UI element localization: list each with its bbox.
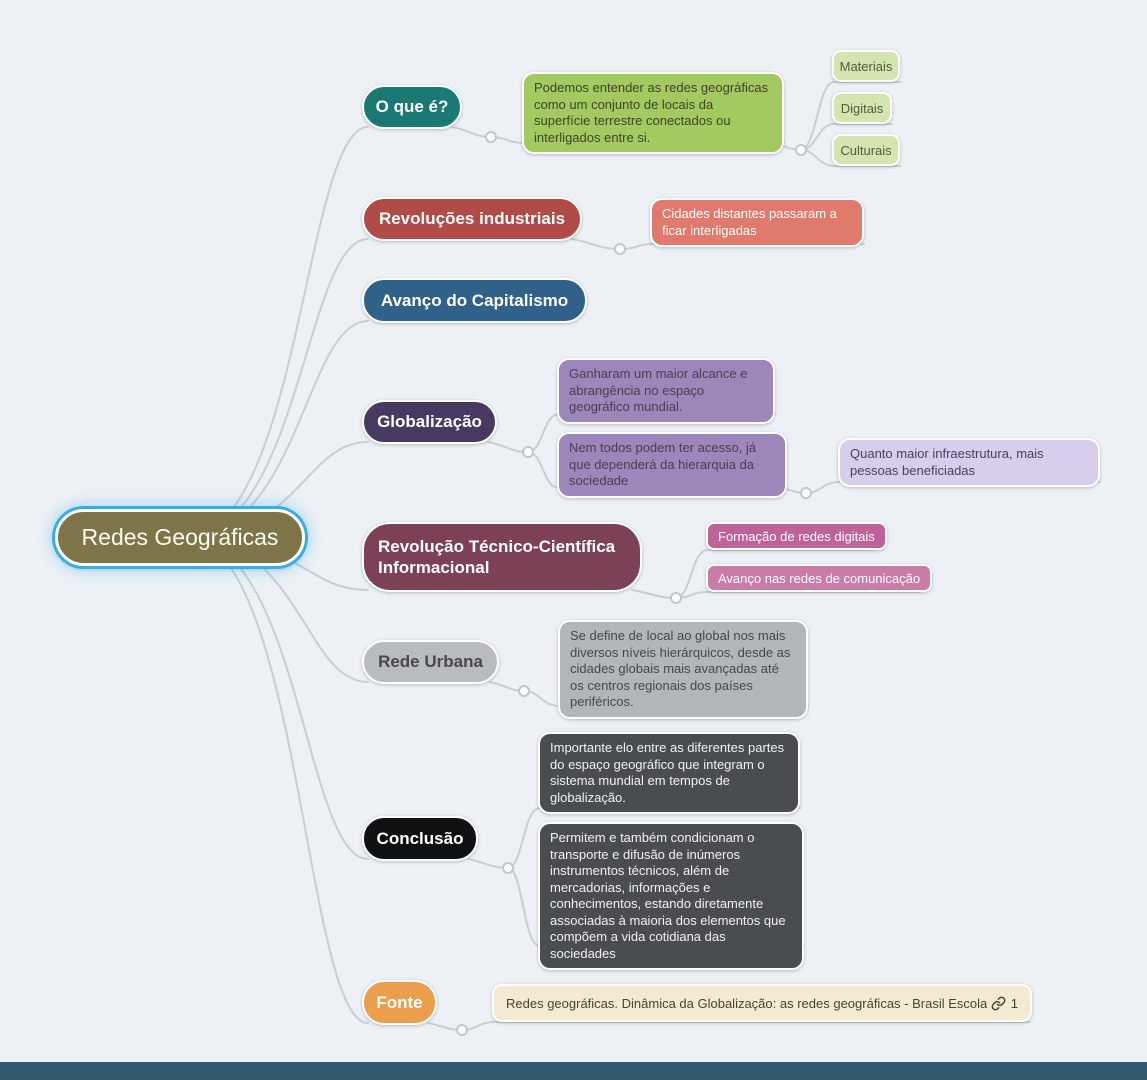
branch-node-globalizacao[interactable]: Globalização [362,400,497,444]
child-node-conclusao-elo[interactable]: Importante elo entre as diferentes parte… [538,732,800,814]
toggle-dot[interactable] [614,243,626,255]
toggle-dot[interactable] [795,144,807,156]
source-text: Redes geográficas. Dinâmica da Globaliza… [506,995,988,1011]
child-node-redes-digitais[interactable]: Formação de redes digitais [706,522,887,550]
branch-node-revolucoes-industriais[interactable]: Revoluções industriais [362,197,582,241]
branch-node-revolucao-tecnico-cientifica[interactable]: Revolução Técnico-Científica Informacion… [362,522,642,592]
toggle-dot[interactable] [456,1024,468,1036]
child-node-rede-urbana-definicao[interactable]: Se define de local ao global nos mais di… [558,620,808,719]
bottom-toolbar [0,1062,1147,1080]
toggle-dot[interactable] [502,862,514,874]
child-node-infraestrutura[interactable]: Quanto maior infraestrutura, mais pessoa… [838,438,1100,487]
toggle-dot[interactable] [800,487,812,499]
child-node-redes-comunicacao[interactable]: Avanço nas redes de comunicação [706,564,933,592]
branch-node-o-que-e[interactable]: O que é? [362,85,462,129]
child-node-conclusao-transporte[interactable]: Permitem e também condicionam o transpor… [538,822,804,970]
toggle-dot[interactable] [518,685,530,697]
child-node-cidades-interligadas[interactable]: Cidades distantes passaram a ficar inter… [650,198,864,247]
branch-node-avanco-do-capitalismo[interactable]: Avanço do Capitalismo [362,278,587,323]
child-node-fonte-referencia[interactable]: Redes geográficas. Dinâmica da Globaliza… [492,984,1032,1022]
root-node[interactable]: Redes Geográficas [55,509,305,566]
child-node-culturais[interactable]: Culturais [832,134,900,166]
toggle-dot[interactable] [485,131,497,143]
link-count: 1 [1010,995,1018,1011]
source-link[interactable]: 1 [991,996,1018,1011]
link-icon [991,996,1006,1010]
branch-node-fonte[interactable]: Fonte [362,980,437,1025]
branch-node-conclusao[interactable]: Conclusão [362,816,478,861]
toggle-dot[interactable] [522,446,534,458]
branch-node-rede-urbana[interactable]: Rede Urbana [362,640,499,684]
child-node-materiais[interactable]: Materiais [832,50,900,82]
child-node-acesso-hierarquia[interactable]: Nem todos podem ter acesso, já que depen… [557,432,787,498]
child-node-definicao[interactable]: Podemos entender as redes geográficas co… [522,72,784,154]
child-node-digitais[interactable]: Digitais [832,92,892,124]
toggle-dot[interactable] [670,592,682,604]
child-node-maior-alcance[interactable]: Ganharam um maior alcance e abrangência … [557,358,775,424]
